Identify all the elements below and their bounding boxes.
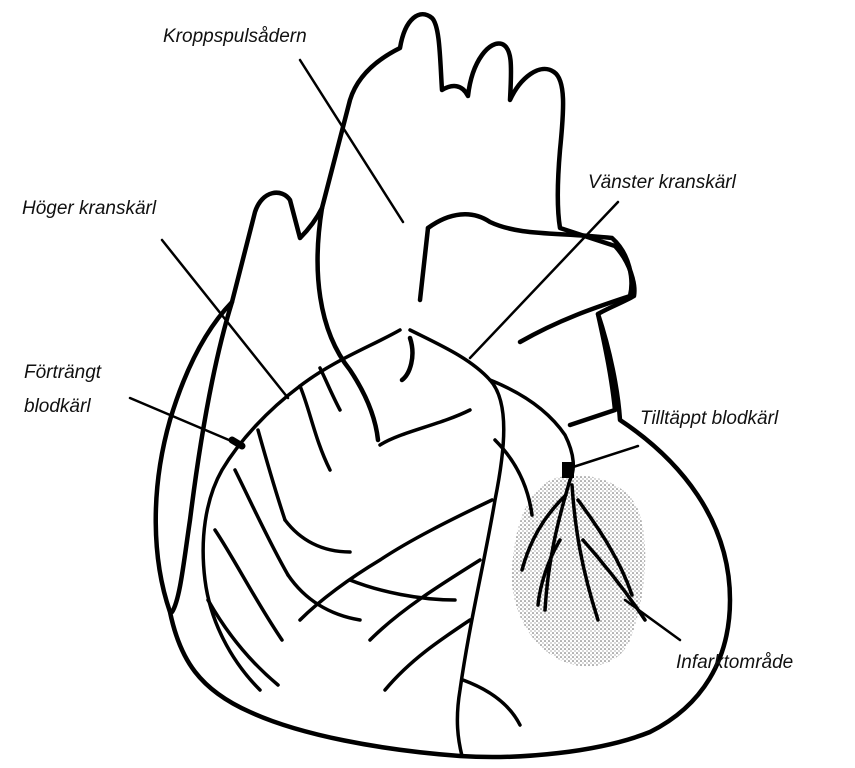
blockage-marker [562,462,574,478]
label-left-coronary: Vänster kranskärl [588,172,737,193]
label-right-coronary: Höger kranskärl [22,198,157,219]
label-blocked-vessel: Tilltäppt blodkärl [640,408,779,429]
leader-aorta [300,60,403,222]
label-aorta: Kroppspulsådern [163,26,307,47]
label-infarct-area: Infarktområde [676,652,793,673]
aorta-contour [318,208,378,440]
pulmonary-base [420,228,428,300]
right-coronary-vessels [203,330,400,690]
leader-narrowed-vessel [130,398,236,443]
left-auricle-contour [570,314,615,425]
label-narrowed-vessel-line2: blodkärl [24,396,91,417]
leader-blocked-vessel [570,446,638,468]
leader-right-coronary [162,240,288,398]
aorta-root [402,338,412,380]
heart-outline [156,14,730,757]
label-narrowed-vessel-line1: Förträngt [24,362,102,383]
